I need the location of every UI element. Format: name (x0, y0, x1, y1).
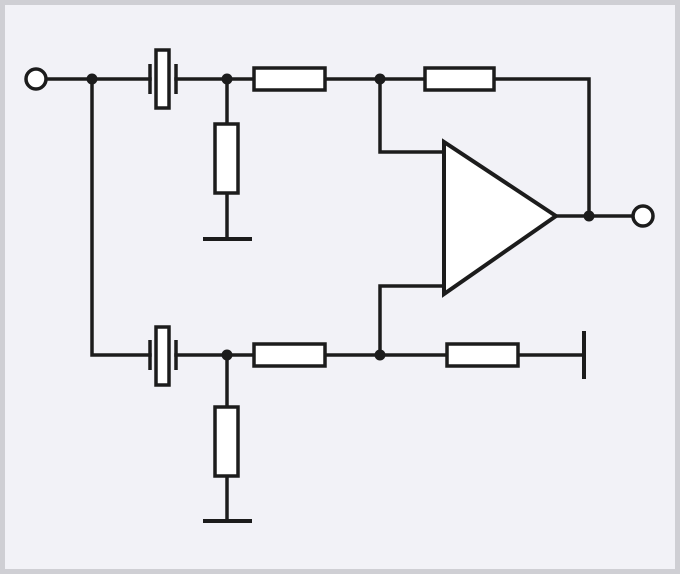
node-output (583, 210, 595, 222)
crystal-bottom-body (154, 325, 171, 387)
wire-input-split (90, 77, 152, 357)
node-input-split (86, 73, 98, 85)
piezo-crystal-top (148, 48, 178, 110)
wire-noninverting-input (378, 284, 446, 357)
node-noninverting (374, 349, 386, 361)
wire-feedback-to-output (492, 77, 591, 218)
input-terminal (24, 67, 48, 91)
node-top-shunt (221, 73, 233, 85)
resistor-shunt-top (213, 122, 240, 195)
op-amp-triangle (442, 138, 560, 298)
wire-inverting-input (378, 77, 446, 154)
resistor-series-bottom (252, 342, 327, 368)
resistor-reference (445, 342, 520, 368)
crystal-top-body (154, 48, 171, 110)
output-terminal (631, 204, 655, 228)
resistor-shunt-bottom (213, 405, 240, 478)
resistor-feedback (423, 66, 496, 92)
node-inverting (374, 73, 386, 85)
piezo-crystal-bottom (148, 325, 178, 387)
resistor-series-top (252, 66, 327, 92)
node-bottom-shunt (221, 349, 233, 361)
